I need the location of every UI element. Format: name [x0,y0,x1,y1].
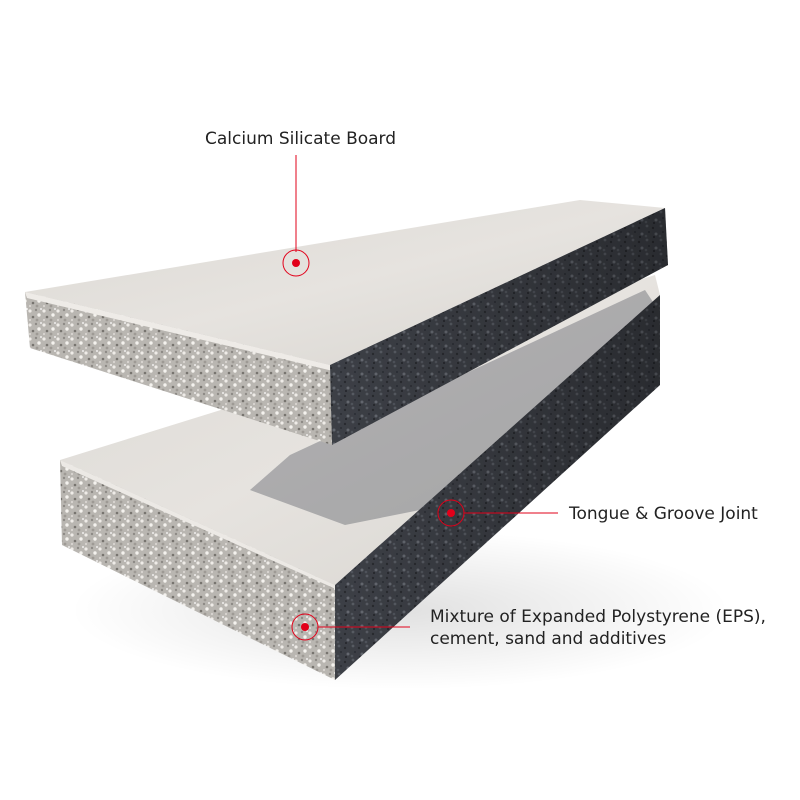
label-tongue-groove-joint: Tongue & Groove Joint [569,504,758,524]
upper-panel-top [25,200,665,365]
lower-panel-front-face [60,460,335,680]
marker-dot-joint [447,509,455,517]
upper-panel-front-face [25,292,332,445]
label-eps-mixture-line1: Mixture of Expanded Polystyrene (EPS), [430,607,766,627]
upper-panel-side-shade [330,208,668,445]
groove-shadow [250,290,655,525]
callout-tongue-groove [437,499,558,527]
callout-eps-mixture [291,613,410,641]
upper-panel-front-edge [25,292,333,371]
lower-panel-front-edge [60,460,338,590]
marker-ring-board [282,249,310,277]
marker-dot-mixture [301,623,309,631]
callout-calcium-silicate-board [282,155,310,277]
label-eps-mixture-line2: cement, sand and additives [430,629,667,649]
marker-dot-board [292,259,300,267]
lower-panel-side-shade [335,295,660,680]
upper-panel [25,200,668,445]
label-calcium-silicate-board: Calcium Silicate Board [205,129,397,149]
label-eps-mixture: Mixture of Expanded Polystyrene (EPS), c… [430,606,766,650]
